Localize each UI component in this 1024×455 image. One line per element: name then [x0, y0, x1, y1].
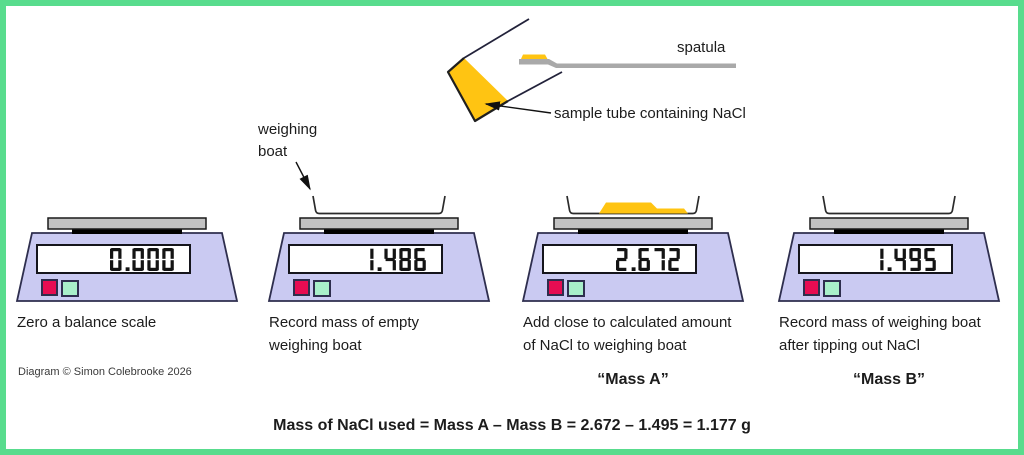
- scale-caption: Record mass of weighing boat after tippi…: [779, 314, 981, 354]
- scale-display-value: [544, 245, 698, 273]
- scale-button-red: [41, 279, 58, 296]
- scale-platform: [553, 217, 713, 230]
- scale-button-red: [547, 279, 564, 296]
- mass-calculation-formula: Mass of NaCl used = Mass A – Mass B = 2.…: [273, 417, 751, 434]
- weighing-boat: [822, 195, 956, 215]
- spatula-handle: [519, 59, 736, 68]
- sample-tube-closed-end: [446, 57, 509, 123]
- spatula-label: spatula: [677, 39, 726, 56]
- balance-scale-4: Record mass of weighing boat after tippi…: [777, 193, 1001, 403]
- scale-support: [324, 228, 434, 234]
- balance-scale-1: Zero a balance scale: [15, 193, 239, 403]
- spatula: [519, 54, 736, 68]
- nacl-pile: [599, 202, 688, 214]
- sample-tube-side-line: [507, 71, 563, 102]
- scale-display-value: [290, 245, 444, 273]
- sample-tube: [446, 18, 563, 123]
- scale-support: [72, 228, 182, 234]
- weighing-boat: [312, 195, 446, 215]
- weighing-boat-label: weighing boat: [258, 121, 318, 160]
- sample-tube-side-line: [463, 18, 530, 59]
- scale-caption: Record mass of empty weighing boat: [269, 314, 420, 354]
- scale-display-value: [800, 245, 954, 273]
- spatula-nacl-scoop: [521, 54, 548, 59]
- scale-support: [578, 228, 688, 234]
- sample-tube-label: sample tube containing NaCl: [554, 105, 746, 122]
- scale-platform: [299, 217, 459, 230]
- scale-platform: [809, 217, 969, 230]
- scale-button-red: [293, 279, 310, 296]
- scale-button-mint: [61, 280, 79, 297]
- scale-button-red: [803, 279, 820, 296]
- weighing-boat-annotation-arrow: [295, 161, 311, 191]
- balance-scale-3: Add close to calculated amount of NaCl t…: [521, 193, 745, 403]
- scale-button-mint: [567, 280, 585, 297]
- scale-button-mint: [823, 280, 841, 297]
- mass-label: “Mass B”: [852, 371, 926, 388]
- sample-tube-annotation-arrow: [484, 101, 552, 114]
- scale-platform: [47, 217, 207, 230]
- scale-caption: Zero a balance scale: [17, 314, 157, 331]
- scale-button-mint: [313, 280, 331, 297]
- scale-support: [834, 228, 944, 234]
- copyright-credit: Diagram © Simon Colebrooke 2026: [18, 366, 192, 378]
- mass-label: “Mass A”: [597, 371, 669, 388]
- balance-scale-2: Record mass of empty weighing boat: [267, 193, 491, 403]
- scale-caption: Add close to calculated amount of NaCl t…: [523, 314, 732, 354]
- scale-display-value: [38, 245, 192, 273]
